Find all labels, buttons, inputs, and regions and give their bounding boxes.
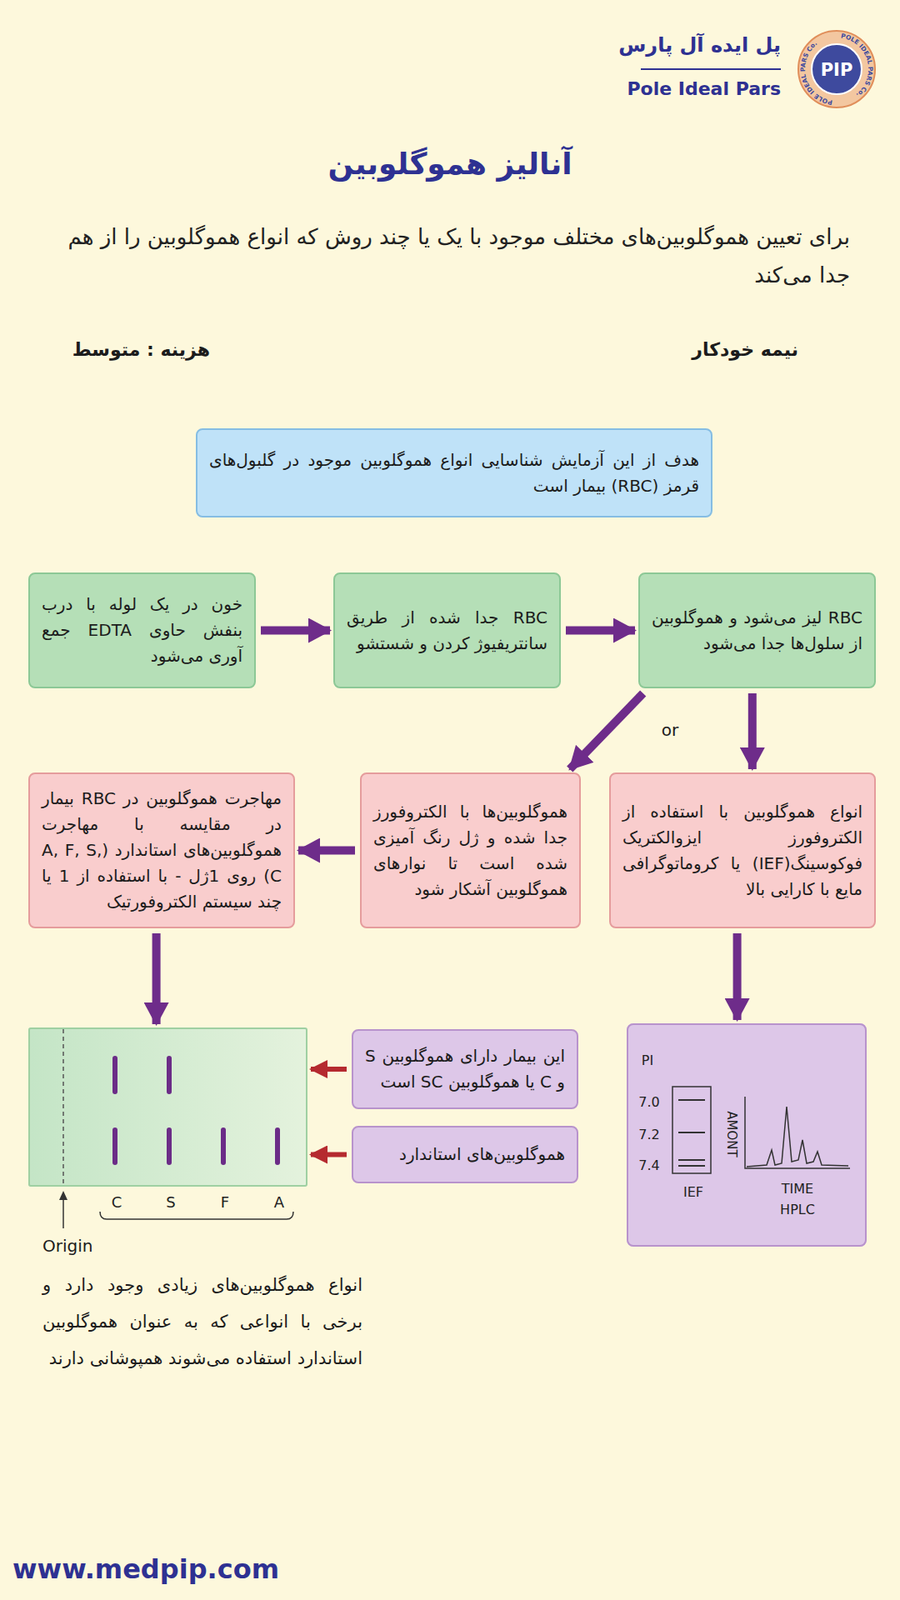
subtitle: برای تعیین هموگلوبین‌های مختلف موجود با … [41,218,850,295]
logo-ring-text: POLE IDEAL PARS Co. [799,39,834,106]
callout-box: هموگلوبین‌های استاندارد [351,1125,579,1184]
text-wrap: خون در یک لوله با درب بنفش حاوی EDTA جمع… [41,591,243,670]
box-text: هموگلوبین‌ها با الکتروفورز جدا شده و ژل … [373,799,568,903]
band [166,1055,172,1095]
text-wrap: این بیمار دارای هموگلوبین S و C یا هموگل… [365,1043,565,1095]
lane-label: A [274,1193,285,1211]
gel [28,1027,308,1229]
band [112,1055,118,1095]
text-wrap: مهاجرت هموگلوبین در RBC بیمار در مقایسه … [41,785,282,915]
bracket [100,1211,294,1220]
origin-line [62,1029,65,1185]
text-wrap: هموگلوبین‌ها با الکتروفورز جدا شده و ژل … [373,799,568,903]
title: آنالیز هموگلوبین [0,146,900,181]
origin-label: Origin [42,1235,160,1258]
text-wrap: انواع هموگلوبین با استفاده از الکتروفورز… [622,799,863,903]
method-box: مهاجرت هموگلوبین در RBC بیمار در مقایسه … [28,772,295,929]
flow-arrow [260,626,330,635]
axis-title: AMONT [724,1110,740,1157]
process-box: خون در یک لوله با درب بنفش حاوی EDTA جمع… [28,572,256,689]
logo-ring [798,30,875,108]
logo-text: PIPPOLE IDEAL PARS Co.POLE IDEAL PARS Co… [799,31,875,106]
tick-label: 7.4 [638,1157,660,1174]
gel-box: CSFA [28,1027,308,1187]
lane-label: C [111,1193,123,1211]
box-text: این بیمار دارای هموگلوبین S و C یا هموگل… [365,1043,565,1095]
or-label: or [649,719,691,742]
flow-arrow [733,933,742,1020]
box-text: انواع هموگلوبین با استفاده از الکتروفورز… [622,799,863,903]
axis-title: PI [641,1052,654,1069]
brand-name: پل ایده آل پارس [541,31,781,59]
ief-hplc-chart [626,1023,867,1247]
origin-pointer-head [59,1190,68,1200]
process-box: RBC جدا شده از طریق سانتریفیوژ کردن و شس… [333,572,561,689]
flow-arrow [570,693,644,770]
ief-band [678,1099,705,1101]
process-box: RBC لیز می‌شود و هموگلوبین از سلول‌ها جد… [638,572,876,689]
band [275,1127,280,1165]
flow-arrow [298,846,355,855]
box-text: RBC جدا شده از طریق سانتریفیوژ کردن و شس… [346,605,548,657]
box-text: هدف از این آزمایش شناسایی انواع هموگلوبی… [209,447,700,500]
logo-ring-text: POLE IDEAL PARS Co. [840,31,875,99]
ief-bands [678,1100,705,1166]
method-box: انواع هموگلوبین با استفاده از الکتروفورز… [609,772,876,929]
callout-box: این بیمار دارای هموگلوبین S و C یا هموگل… [351,1029,579,1110]
box-text: RBC لیز می‌شود و هموگلوبین از سلول‌ها جد… [651,605,863,657]
flow-arrow [310,1152,347,1158]
box-text: خون در یک لوله با درب بنفش حاوی EDTA جمع… [41,591,243,670]
text-wrap: هموگلوبین‌های استاندارد [365,1141,565,1168]
logo-ring-text: POLE IDEAL PARS Co. [799,39,834,106]
ief-band [678,1159,705,1161]
cost-note: هزینه : متوسط [25,337,210,363]
origin-pointer [62,1198,65,1229]
lane-label: S [165,1193,175,1211]
flow-arrow [748,693,757,770]
band [166,1127,172,1165]
logo-rule [640,68,781,70]
hplc-trace [746,1106,849,1167]
flow-arrow [152,933,161,1025]
ief-strip [672,1086,711,1174]
chart-box: PI 7.0 7.2 7.4IEF AMONT TIME HPLC [626,1023,867,1247]
logo-mark: PIP [820,60,854,80]
flow-arrow [310,1066,347,1072]
text-wrap: هدف از این آزمایش شناسایی انواع هموگلوبی… [209,447,700,500]
flow-arrow [565,626,635,635]
logo-disc [811,44,862,95]
footnote: انواع هموگلوبین‌های زیادی وجود دارد و بر… [42,1266,363,1377]
gel-bands [112,1055,280,1165]
text-wrap: RBC جدا شده از طریق سانتریفیوژ کردن و شس… [346,605,548,657]
axis-label: IEF [683,1184,704,1200]
text-wrap: RBC لیز می‌شود و هموگلوبین از سلول‌ها جد… [651,605,863,657]
website: www.medpip.com [12,1551,363,1588]
ief-band [678,1165,705,1167]
tick-label: 7.2 [638,1126,660,1143]
method-box: هموگلوبین‌ها با الکتروفورز جدا شده و ژل … [360,772,581,929]
box-text: هموگلوبین‌های استاندارد [365,1141,565,1168]
gel-ground [28,1027,308,1187]
tick-label: 7.0 [638,1094,660,1110]
hplc-axes [745,1096,850,1169]
goal-box: هدف از این آزمایش شناسایی انواع هموگلوبی… [195,428,713,518]
lane-label: F [220,1193,230,1211]
band [220,1127,226,1165]
box-text: مهاجرت هموگلوبین در RBC بیمار در مقایسه … [41,785,282,915]
brand-name: Pole Ideal Pars [541,76,781,102]
method-note: نیمه خودکار [566,337,799,363]
axis-title: TIME [781,1180,814,1197]
ief-band [678,1131,705,1134]
logo-ring-text: POLE IDEAL PARS Co. [840,31,875,99]
chart-ground [626,1023,867,1247]
band [112,1127,118,1165]
axis-title: HPLC [780,1201,815,1218]
